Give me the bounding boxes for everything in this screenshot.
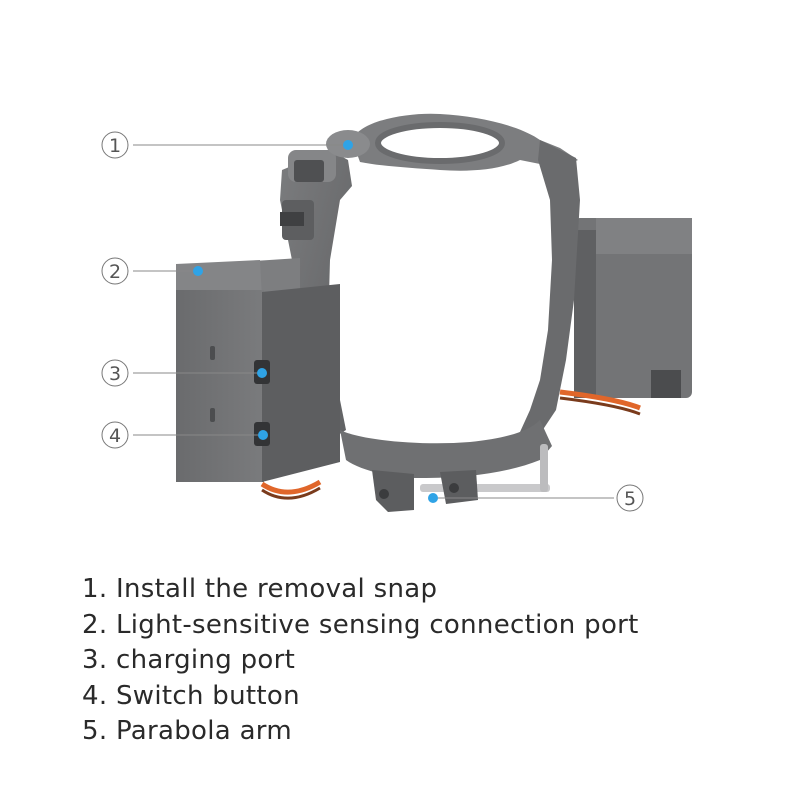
legend-list: 1. Install the removal snap 2. Light-sen… xyxy=(82,572,639,750)
left-module xyxy=(176,258,340,500)
callout-number-2: 2 xyxy=(109,261,121,283)
callout-4: 4 xyxy=(101,421,129,449)
legend-item-3: 3. charging port xyxy=(82,645,296,675)
callout-1: 1 xyxy=(101,131,129,159)
callout-number-1: 1 xyxy=(109,135,121,157)
callout-3: 3 xyxy=(101,359,129,387)
marker-dot-4 xyxy=(258,430,268,440)
marker-dot-3 xyxy=(257,368,267,378)
right-module xyxy=(559,218,692,416)
callout-number-5: 5 xyxy=(624,488,636,510)
release-device xyxy=(176,113,692,512)
callout-2: 2 xyxy=(101,257,129,285)
legend-item-1: 1. Install the removal snap xyxy=(82,574,438,604)
callout-number-4: 4 xyxy=(109,425,121,447)
callout-5: 5 xyxy=(616,484,644,512)
callout-number-3: 3 xyxy=(109,363,121,385)
product-diagram: 1 2 3 4 5 xyxy=(101,113,692,512)
marker-dot-1 xyxy=(343,140,353,150)
marker-dot-2 xyxy=(193,266,203,276)
legend-item-5: 5. Parabola arm xyxy=(82,716,292,746)
marker-dot-5 xyxy=(428,493,438,503)
legend-item-2: 2. Light-sensitive sensing connection po… xyxy=(82,609,639,640)
legend-item-4: 4. Switch button xyxy=(82,680,300,711)
